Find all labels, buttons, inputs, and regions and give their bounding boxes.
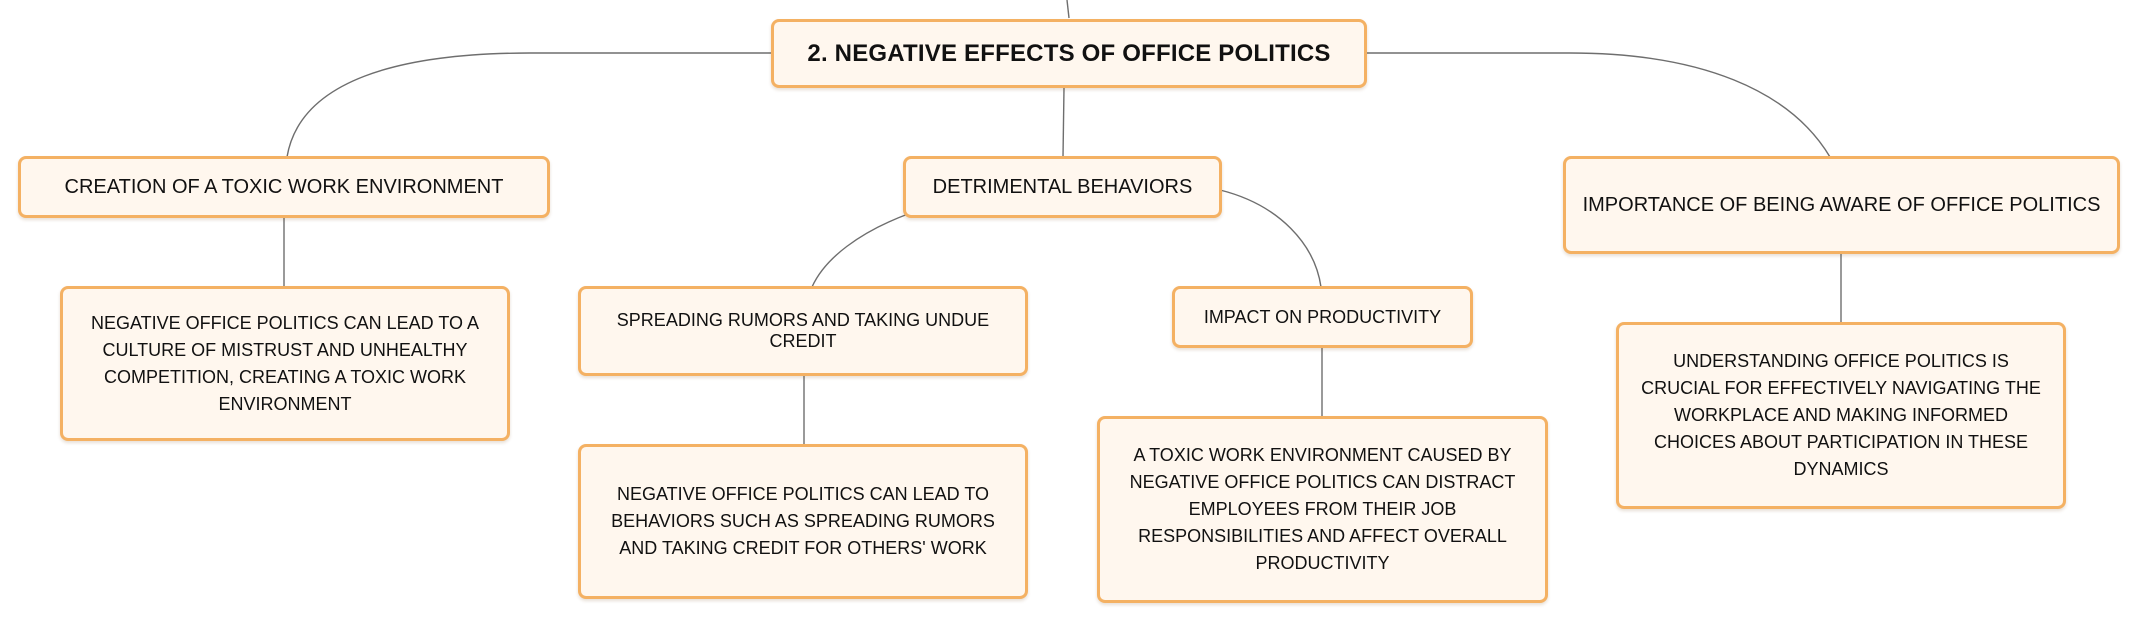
topic-node-detrimental-behaviors[interactable]: DETRIMENTAL BEHAVIORS [903, 156, 1222, 218]
detail-text-productivity: A TOXIC WORK ENVIRONMENT CAUSED BY NEGAT… [1129, 445, 1516, 573]
detail-text-awareness: UNDERSTANDING OFFICE POLITICS IS CRUCIAL… [1641, 351, 2041, 479]
topic-node-toxic-environment[interactable]: CREATION OF A TOXIC WORK ENVIRONMENT [18, 156, 550, 218]
topic-node-awareness[interactable]: IMPORTANCE OF BEING AWARE OF OFFICE POLI… [1563, 156, 2120, 254]
subtopic-label-productivity: IMPACT ON PRODUCTIVITY [1203, 306, 1442, 327]
connector-root-to-detrimental-behaviors [1062, 87, 1065, 158]
detail-node-awareness[interactable]: UNDERSTANDING OFFICE POLITICS IS CRUCIAL… [1616, 322, 2066, 509]
connector-behaviors-to-productivity [1219, 189, 1322, 288]
root-topic-node[interactable]: 2. NEGATIVE EFFECTS OF OFFICE POLITICS [771, 19, 1367, 88]
detail-node-rumors[interactable]: NEGATIVE OFFICE POLITICS CAN LEAD TO BEH… [578, 444, 1028, 599]
connector-root-to-awareness [1366, 52, 1831, 158]
detail-node-productivity[interactable]: A TOXIC WORK ENVIRONMENT CAUSED BY NEGAT… [1097, 416, 1548, 603]
root-topic-label: 2. NEGATIVE EFFECTS OF OFFICE POLITICS [807, 39, 1331, 67]
topic-label-toxic-environment: CREATION OF A TOXIC WORK ENVIRONMENT [64, 175, 504, 198]
subtopic-node-productivity[interactable]: IMPACT ON PRODUCTIVITY [1172, 286, 1473, 348]
connector-root-to-toxic-environment [286, 52, 772, 158]
detail-text-rumors: NEGATIVE OFFICE POLITICS CAN LEAD TO BEH… [611, 484, 995, 558]
subtopic-label-rumors: SPREADING RUMORS AND TAKING UNDUE CREDIT [616, 310, 990, 351]
detail-node-toxic-environment[interactable]: NEGATIVE OFFICE POLITICS CAN LEAD TO A C… [60, 286, 510, 441]
connector-incoming-parent [1066, 0, 1070, 19]
subtopic-node-rumors[interactable]: SPREADING RUMORS AND TAKING UNDUE CREDIT [578, 286, 1028, 376]
topic-label-awareness: IMPORTANCE OF BEING AWARE OF OFFICE POLI… [1582, 193, 2101, 216]
connector-behaviors-to-rumors [811, 213, 909, 288]
topic-label-detrimental-behaviors: DETRIMENTAL BEHAVIORS [932, 175, 1193, 198]
detail-text-toxic-environment: NEGATIVE OFFICE POLITICS CAN LEAD TO A C… [90, 312, 480, 414]
